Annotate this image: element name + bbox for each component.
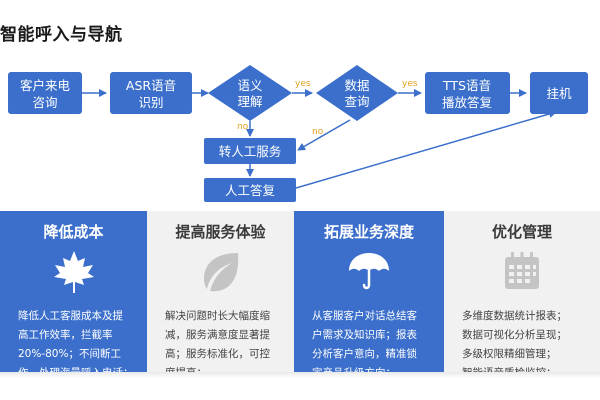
edge-answer-hangup xyxy=(295,110,557,189)
node-manual-answer-line1: 人工答复 xyxy=(225,183,276,198)
node-tts-line1: TTS语音 xyxy=(442,78,491,93)
card-desc-line: 多维度数据统计报表； xyxy=(462,310,567,322)
card-title: 优化管理 xyxy=(491,223,552,241)
node-query-line2: 查询 xyxy=(344,94,369,109)
card-desc-line: 减，服务满意度显著提 xyxy=(165,329,270,341)
node-customer-call-line1: 客户来电 xyxy=(20,78,71,93)
node-tts: TTS语音 播放答复 xyxy=(425,72,510,114)
card-desc-line: 从客服客户对话总结客 xyxy=(312,310,417,322)
card-reduce-cost: 降低成本 降低人工客服成本及提 高工作效率，拦截率 20%-80%；不间断工 作… xyxy=(0,211,147,379)
node-semantic: 语义 理解 xyxy=(208,65,292,121)
node-manual-answer: 人工答复 xyxy=(204,178,296,202)
card-expand-business: 拓展业务深度 从客服客户对话总结客 户需求及知识库；报表 分析客户意向，精准锁 … xyxy=(294,211,444,379)
card-desc-line: 户需求及知识库；报表 xyxy=(312,329,417,341)
node-customer-call: 客户来电 咨询 xyxy=(8,72,82,114)
node-hangup-line1: 挂机 xyxy=(546,86,572,101)
calendar-icon xyxy=(452,249,592,297)
node-transfer: 转人工服务 xyxy=(204,138,296,164)
node-asr-line2: 识别 xyxy=(138,95,163,110)
benefit-cards: 降低成本 降低人工客服成本及提 高工作效率，拦截率 20%-80%；不间断工 作… xyxy=(0,211,600,379)
umbrella-icon xyxy=(302,249,436,297)
node-hangup: 挂机 xyxy=(530,72,588,114)
node-query: 数据 查询 xyxy=(316,65,398,121)
card-desc-line: 多级权限精细管理； xyxy=(462,348,557,360)
card-desc-line: 解决问题时长大幅度缩 xyxy=(165,310,270,322)
card-desc-line: 20%-80%；不间断工 xyxy=(18,348,121,360)
cards-shadow xyxy=(0,372,600,378)
card-improve-service: 提高服务体验 解决问题时长大幅度缩 减，服务满意度显著提 高；服务标准化，可控 … xyxy=(147,211,294,379)
card-title: 降低成本 xyxy=(43,223,104,241)
label-yes-1: yes xyxy=(295,79,311,89)
page-title: 智能呼入与导航 xyxy=(0,25,123,45)
leaf-icon xyxy=(155,249,286,297)
label-no-2: no xyxy=(312,127,324,137)
label-no-1: no xyxy=(237,122,249,132)
card-desc-line: 高；服务标准化，可控 xyxy=(165,348,270,360)
flow-edges xyxy=(82,89,557,189)
node-query-line1: 数据 xyxy=(344,78,369,93)
node-asr-line1: ASR语音 xyxy=(126,78,176,93)
node-customer-call-line2: 咨询 xyxy=(32,95,57,110)
card-title: 提高服务体验 xyxy=(175,223,266,241)
card-desc-line: 高工作效率，拦截率 xyxy=(18,329,113,341)
node-transfer-line1: 转人工服务 xyxy=(219,144,282,159)
label-yes-2: yes xyxy=(402,79,418,89)
node-tts-line2: 播放答复 xyxy=(442,95,493,110)
card-desc-line: 分析客户意向，精准锁 xyxy=(312,348,417,360)
flow-diagram: yes yes no no 客户来电 咨询 ASR语音 识别 语义 理解 数据 … xyxy=(8,65,588,202)
maple-leaf-icon xyxy=(8,249,139,297)
card-optimize-management: 优化管理 多维度数据统计报表； 数据可视化分析呈现； 多级权限精细管理； 智能语… xyxy=(444,211,600,379)
card-description: 降低人工客服成本及提 高工作效率，拦截率 20%-80%；不间断工 作，处理海量… xyxy=(8,307,139,383)
card-title: 拓展业务深度 xyxy=(323,223,414,241)
node-semantic-line1: 语义 xyxy=(237,78,263,93)
node-asr: ASR语音 识别 xyxy=(110,72,192,114)
node-semantic-line2: 理解 xyxy=(237,94,262,109)
card-desc-line: 数据可视化分析呈现； xyxy=(462,329,567,341)
edge-query-transfer xyxy=(297,119,351,151)
card-desc-line: 降低人工客服成本及提 xyxy=(18,310,123,322)
